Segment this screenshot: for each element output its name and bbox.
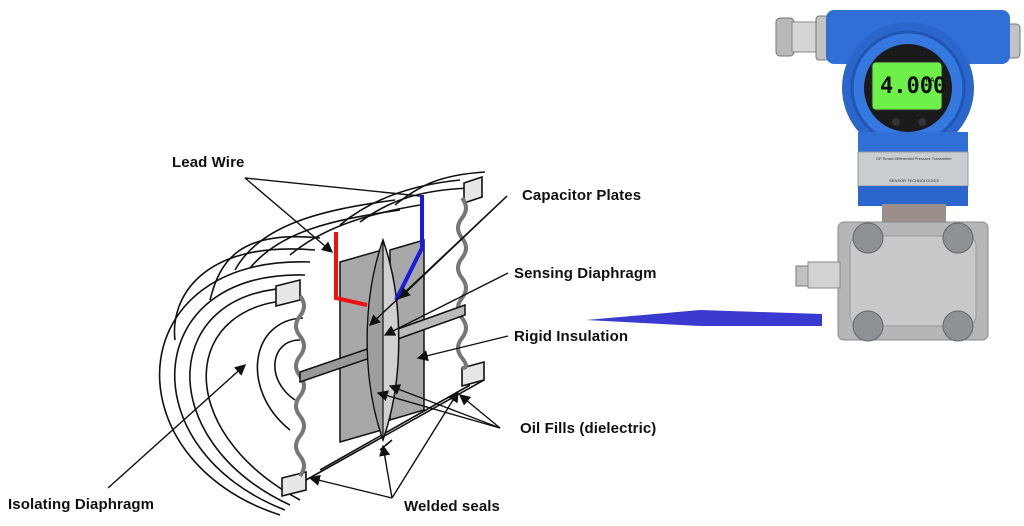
label-lead-wire: Lead Wire (172, 154, 245, 171)
lcd-display-unit: mA (926, 76, 935, 84)
lead-wire-red (334, 232, 368, 307)
leader-lines (107, 177, 509, 499)
lead-wire-blue (394, 195, 424, 301)
pointer-arrow (586, 310, 822, 326)
label-welded-seals: Welded seals (404, 498, 500, 515)
housing-arcs (158, 236, 321, 516)
label-isolating-diaphragm: Isolating Diaphragm (8, 496, 155, 513)
nameplate-maker: SENSOR TECHNOLOGIES (889, 178, 939, 183)
label-capacitor-plates: Capacitor Plates (522, 187, 642, 204)
transmitter-image (775, 10, 1021, 342)
label-oil-fills: Oil Fills (dielectric) (520, 420, 657, 437)
label-sensing-diaphragm: Sensing Diaphragm (514, 265, 657, 282)
label-rigid-insulation: Rigid Insulation (514, 328, 629, 345)
housing-top-ridges (234, 171, 486, 271)
lcd-display-value: 4.000 (880, 74, 947, 99)
nameplate-title: DP Smart Differential Pressure Transmitt… (876, 156, 952, 161)
